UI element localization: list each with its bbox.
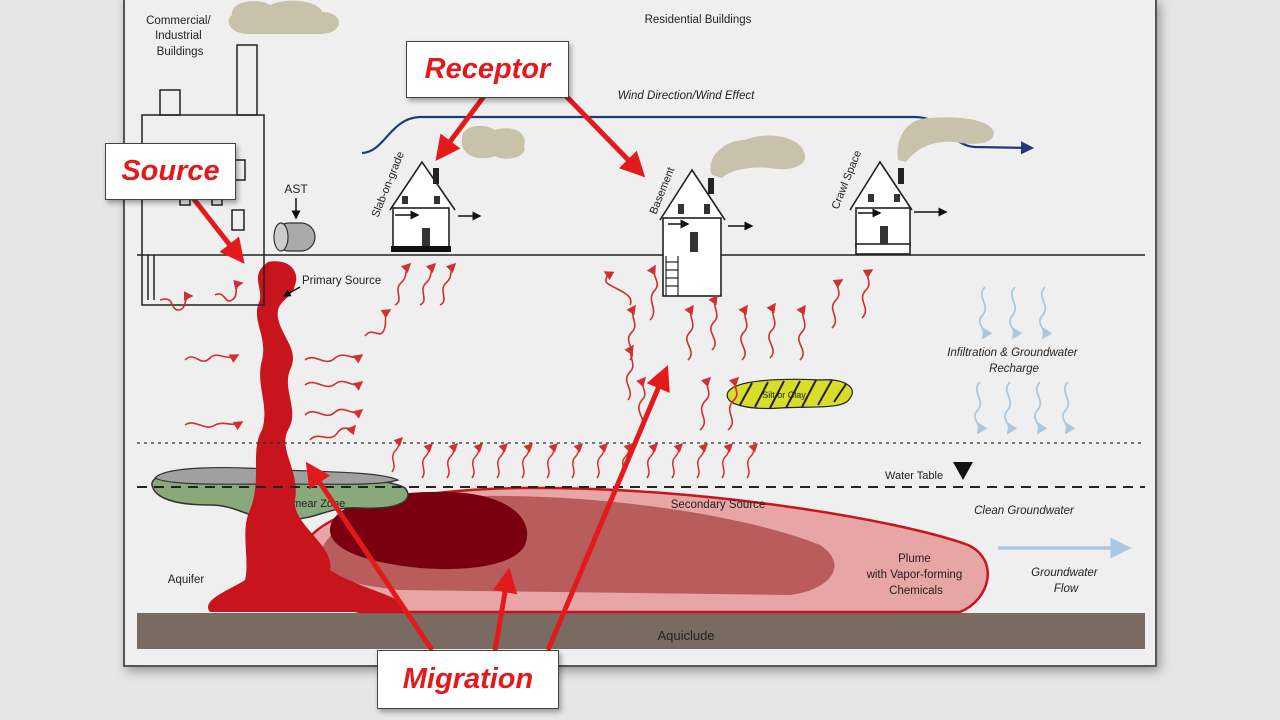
aquiclude-label: Aquiclude [657, 628, 714, 643]
callout-arrows [191, 93, 670, 652]
water-table-vapor-arrows [391, 436, 759, 479]
house-smoke-2 [710, 135, 806, 178]
receptor-callout: Receptor [406, 41, 569, 98]
commercial-label-line2: Industrial [155, 30, 202, 42]
receptor-arrow-to-slab [435, 93, 487, 161]
infiltration-arrows [974, 286, 1076, 435]
svg-text:Groundwater Flow: Groundwater Flow [1031, 567, 1101, 595]
primary-source-column [208, 261, 404, 612]
aquifer-label: Aquifer [168, 574, 205, 586]
svg-text:Infiltration & Groundwater: Infiltration & Groundwater Recharge [947, 347, 1081, 375]
source-callout: Source [105, 143, 236, 200]
ast-tank [273, 198, 316, 252]
receptor-arrow-to-basement [563, 93, 646, 178]
house-basement [659, 168, 754, 297]
clean-groundwater-label: Clean Groundwater [974, 505, 1075, 517]
water-table-label: Water Table [885, 470, 943, 482]
residential-label: Residential Buildings [645, 14, 752, 26]
secondary-source-label: Secondary Source [671, 499, 766, 511]
house-smoke-3 [897, 117, 994, 162]
silt-clay-label: Silt or Clay [762, 390, 806, 400]
commercial-label-line1: Commercial/ [146, 15, 211, 27]
commercial-label-line3: Buildings [157, 46, 204, 58]
plume-label-line1: Plume [898, 553, 931, 565]
source-arrow [191, 196, 245, 264]
aquiclude-layer [137, 613, 1145, 649]
commercial-smoke [228, 0, 340, 35]
plume-label-line2: with Vapor-forming [866, 569, 963, 581]
silt-clay-hatching [739, 379, 847, 409]
plume-label-line3: Chemicals [889, 585, 943, 597]
primary-source-pointer [282, 286, 301, 297]
wind-label: Wind Direction/Wind Effect [618, 90, 755, 102]
house-crawl-space [849, 160, 948, 255]
svg-text:Plume with Vapor-forming: Plume with Vapor-forming Chemicals [866, 553, 966, 597]
migration-arrow-to-basement [545, 365, 670, 651]
water-table-icon [953, 462, 973, 480]
infiltration-label-line2: Recharge [989, 363, 1039, 375]
svg-text:Commercial/ Industrial: Commercial/ Industrial Buildings [146, 15, 214, 58]
migration-callout: Migration [377, 650, 559, 709]
migration-arrow-to-plume [492, 567, 518, 651]
primary-source-label: Primary Source [302, 275, 381, 287]
house-slab-on-grade [389, 160, 482, 252]
plume-core [330, 491, 528, 570]
migration-arrow-to-source [305, 461, 435, 652]
groundwater-flow-label-line1: Groundwater [1031, 567, 1099, 579]
infiltration-label-line1: Infiltration & Groundwater [947, 347, 1079, 359]
house-smoke-1 [461, 125, 525, 159]
ast-label: AST [284, 182, 308, 196]
groundwater-flow-label-line2: Flow [1054, 583, 1079, 595]
